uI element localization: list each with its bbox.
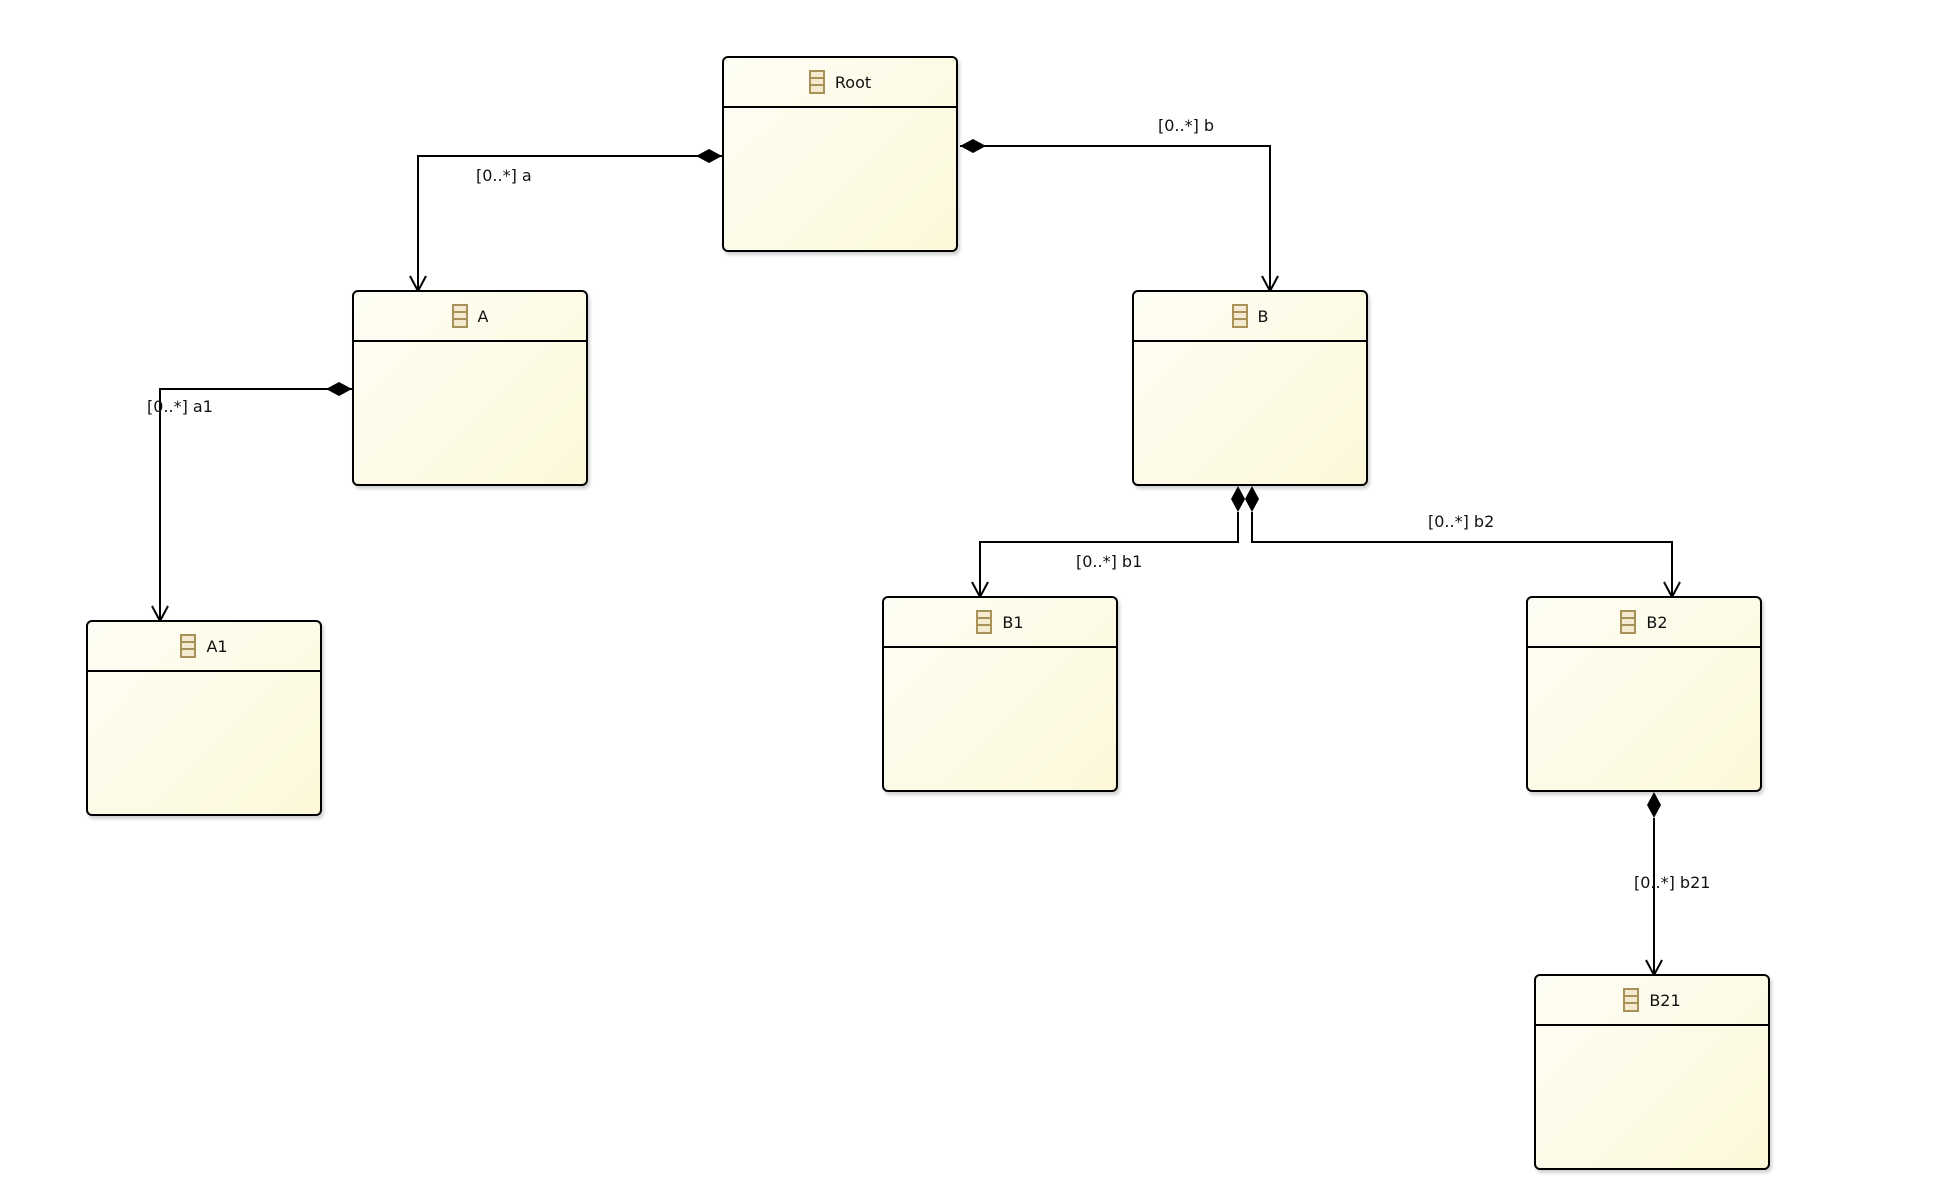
class-node-a1[interactable]: A1 xyxy=(86,620,322,816)
reference-label-b: [0..*] b xyxy=(1158,116,1214,135)
class-name: A1 xyxy=(206,636,228,656)
class-icon xyxy=(808,70,825,94)
containment-diamond-icon xyxy=(696,149,722,163)
containment-diamond-icon xyxy=(1647,792,1661,818)
class-name: B1 xyxy=(1002,612,1024,632)
class-name: A xyxy=(477,306,489,326)
containment-diamond-icon xyxy=(960,139,986,153)
class-node-b21[interactable]: B21 xyxy=(1534,974,1770,1170)
reference-b-b1[interactable] xyxy=(971,486,1245,600)
class-header: A xyxy=(354,292,586,342)
class-name: B xyxy=(1257,306,1269,326)
class-node-a[interactable]: A xyxy=(352,290,588,486)
class-name: Root xyxy=(834,72,872,92)
class-node-root[interactable]: Root xyxy=(722,56,958,252)
class-icon xyxy=(1623,988,1640,1012)
class-name: B2 xyxy=(1646,612,1668,632)
reference-label-b2: [0..*] b2 xyxy=(1428,512,1494,531)
class-node-b[interactable]: B xyxy=(1132,290,1368,486)
class-header: B1 xyxy=(884,598,1116,648)
class-node-b1[interactable]: B1 xyxy=(882,596,1118,792)
class-header: B21 xyxy=(1536,976,1768,1026)
reference-label-b1: [0..*] b1 xyxy=(1076,552,1142,571)
class-icon xyxy=(1231,304,1248,328)
containment-diamond-icon xyxy=(326,382,352,396)
containment-diamond-icon xyxy=(1231,486,1245,512)
class-header: A1 xyxy=(88,622,320,672)
class-icon xyxy=(451,304,468,328)
class-header: B xyxy=(1134,292,1366,342)
containment-diamond-icon xyxy=(1245,486,1259,512)
reference-b-b2[interactable] xyxy=(1245,486,1681,600)
class-icon xyxy=(180,634,197,658)
reference-root-a[interactable] xyxy=(409,149,722,294)
reference-label-a: [0..*] a xyxy=(476,166,532,185)
class-header: B2 xyxy=(1528,598,1760,648)
class-icon xyxy=(1620,610,1637,634)
class-icon xyxy=(976,610,993,634)
reference-a-a1[interactable] xyxy=(151,382,352,624)
reference-root-b[interactable] xyxy=(960,139,1279,294)
class-header: Root xyxy=(724,58,956,108)
class-node-b2[interactable]: B2 xyxy=(1526,596,1762,792)
reference-label-a1: [0..*] a1 xyxy=(147,397,213,416)
class-name: B21 xyxy=(1649,990,1681,1010)
reference-label-b21: [0..*] b21 xyxy=(1634,873,1710,892)
